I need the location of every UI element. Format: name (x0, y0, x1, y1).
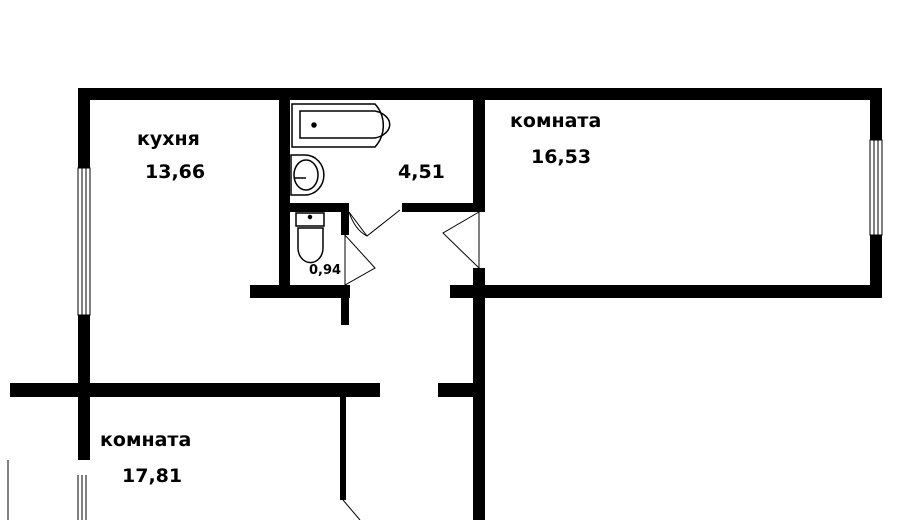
door-bottom (342, 499, 361, 520)
fixtures (290, 103, 391, 264)
wall-middle-right (438, 383, 485, 397)
room-right-label: комната (510, 110, 602, 132)
wall-left-upper (78, 88, 90, 168)
wall-bath-bottom-a (290, 203, 347, 212)
window-room-right (869, 139, 883, 236)
wall-toilet-right (341, 203, 349, 235)
wall-hall-stub (341, 285, 349, 325)
wall-middle (10, 383, 380, 397)
door-bathroom (348, 209, 401, 237)
toilet-bowl (297, 227, 324, 264)
wall-room-right-bottom (450, 285, 882, 298)
wall-top (78, 88, 882, 100)
room-bottom-left-area: 17,81 (122, 465, 183, 487)
kitchen-label: кухня (137, 128, 200, 150)
windows (7, 139, 883, 520)
wall-right (870, 88, 882, 140)
bathroom-area: 4,51 (398, 161, 445, 183)
wall-bath-right (473, 100, 485, 212)
door-room-right (442, 211, 480, 270)
wall-right-lower (870, 235, 882, 298)
window-kitchen (77, 167, 91, 316)
sink (290, 154, 325, 196)
partition-thin (340, 397, 346, 500)
wall-hall-left (250, 285, 350, 298)
doors (342, 209, 480, 520)
wall-bath-left (279, 100, 290, 298)
toilet-tank (295, 212, 325, 227)
room-right-area: 16,53 (531, 146, 592, 168)
bathtub (291, 103, 384, 148)
kitchen-area: 13,66 (145, 161, 206, 183)
wall-bath-bottom-b (402, 203, 485, 212)
toilet-area: 0,94 (309, 263, 342, 278)
walls (10, 88, 882, 520)
door-toilet (344, 233, 376, 286)
room-bottom-left-label: комната (100, 429, 192, 451)
